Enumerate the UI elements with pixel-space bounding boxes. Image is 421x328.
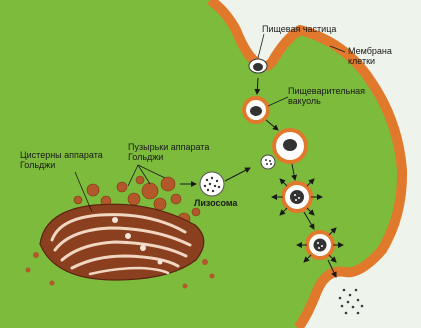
label-cell-membrane-line2: клетки	[348, 56, 375, 66]
label-golgi-vesicles-line2: Гольджи	[128, 152, 163, 162]
label-lysosome: Лизосома	[194, 198, 238, 208]
label-golgi-cisterns-line1: Цистерны аппарата	[20, 150, 103, 160]
label-golgi-vesicles-line1: Пузырьки аппарата	[128, 142, 209, 152]
food-particle	[249, 59, 267, 73]
label-cell-membrane-line1: Мембрана	[348, 46, 392, 56]
label-digestive-vacuole-line1: Пищеварительная	[288, 86, 365, 96]
label-digestive-vacuole-line2: вакуоль	[288, 96, 321, 106]
primary-lysosome	[200, 172, 224, 196]
secondary-lysosome-1	[283, 183, 311, 211]
secondary-lysosome-2	[307, 232, 333, 258]
label-golgi-cisterns-line2: Гольджи	[20, 160, 55, 170]
phagocytic-vacuole	[244, 98, 268, 122]
label-food-particle: Пищевая частица	[262, 24, 336, 34]
